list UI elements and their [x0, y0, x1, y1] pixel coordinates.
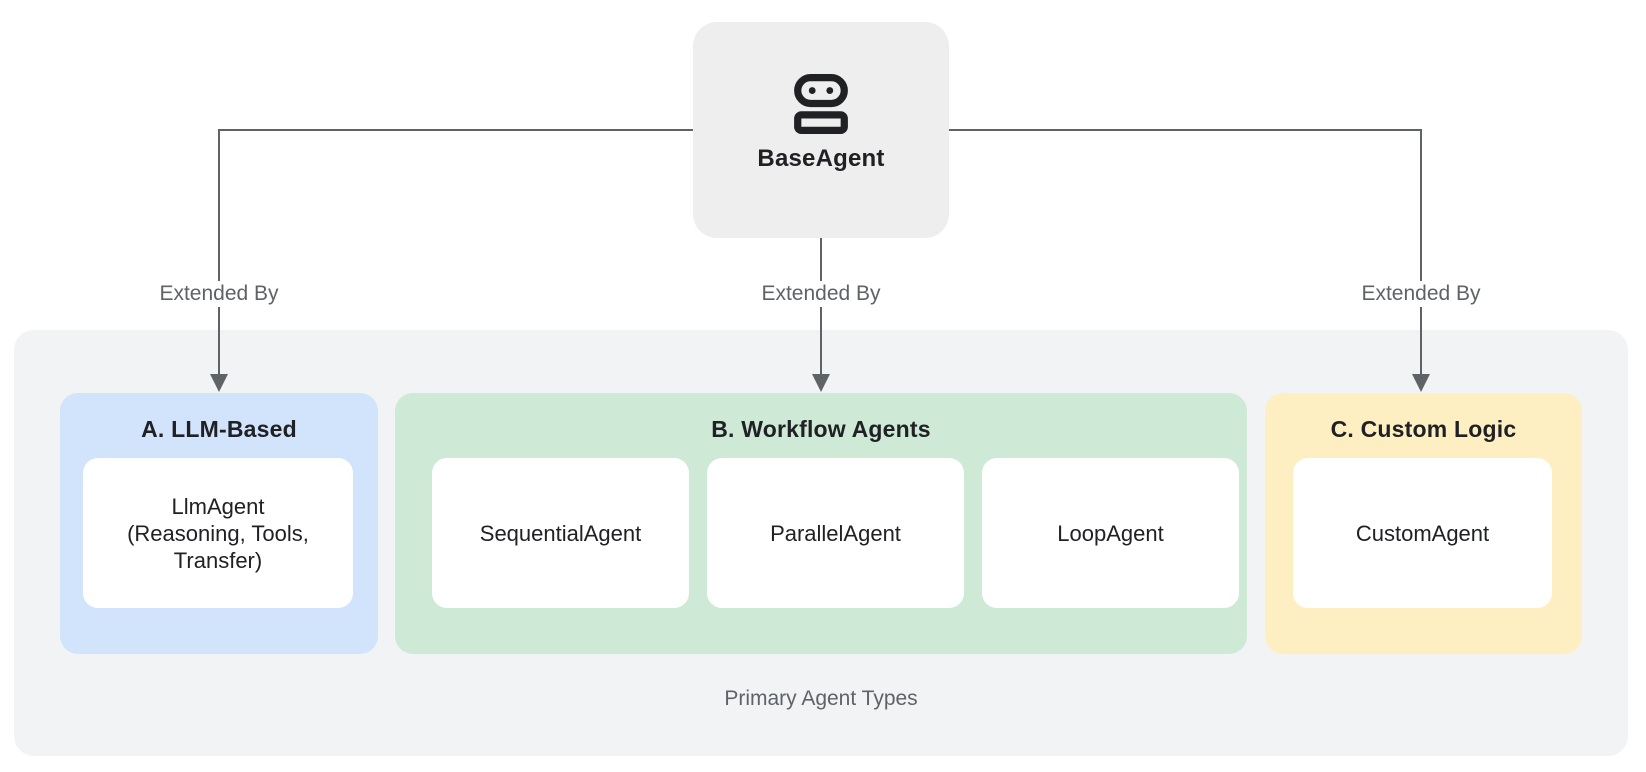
card-loop-agent-label: LoopAgent: [1057, 520, 1164, 546]
card-llm-agent-line3: Transfer): [173, 547, 263, 573]
section-title-custom-logic: C. Custom Logic: [1330, 416, 1517, 442]
edge-label-extended-by-middle: Extended By: [753, 281, 889, 307]
card-llm-agent-line2: (Reasoning, Tools,: [127, 520, 309, 546]
card-parallel-agent: ParallelAgent: [707, 458, 964, 608]
card-parallel-agent-label: ParallelAgent: [770, 520, 901, 546]
group-caption: Primary Agent Types: [724, 687, 918, 710]
section-title-workflow-agents: B. Workflow Agents: [711, 416, 931, 442]
card-sequential-agent-label: SequentialAgent: [479, 520, 642, 546]
primary-agent-types-group: A. LLM-Based LlmAgent (Reasoning, Tools,…: [14, 330, 1628, 756]
card-sequential-agent: SequentialAgent: [432, 458, 689, 608]
section-title-llm-based: A. LLM-Based: [141, 416, 297, 442]
card-llm-agent-line1: LlmAgent: [171, 493, 265, 519]
edge-label-extended-by-right: Extended By: [1353, 281, 1489, 307]
card-custom-agent: CustomAgent: [1293, 458, 1552, 608]
section-custom-logic: C. Custom Logic CustomAgent: [1265, 393, 1582, 654]
edge-label-extended-by-left: Extended By: [151, 281, 287, 307]
section-llm-based: A. LLM-Based LlmAgent (Reasoning, Tools,…: [60, 393, 378, 654]
card-custom-agent-label: CustomAgent: [1355, 520, 1490, 546]
base-agent-label: BaseAgent: [757, 144, 885, 172]
card-llm-agent: LlmAgent (Reasoning, Tools, Transfer): [83, 458, 353, 608]
card-loop-agent: LoopAgent: [982, 458, 1239, 608]
robot-icon: [794, 73, 848, 134]
section-workflow-agents: B. Workflow Agents SequentialAgent Paral…: [395, 393, 1247, 654]
base-agent-node: BaseAgent: [693, 22, 949, 238]
